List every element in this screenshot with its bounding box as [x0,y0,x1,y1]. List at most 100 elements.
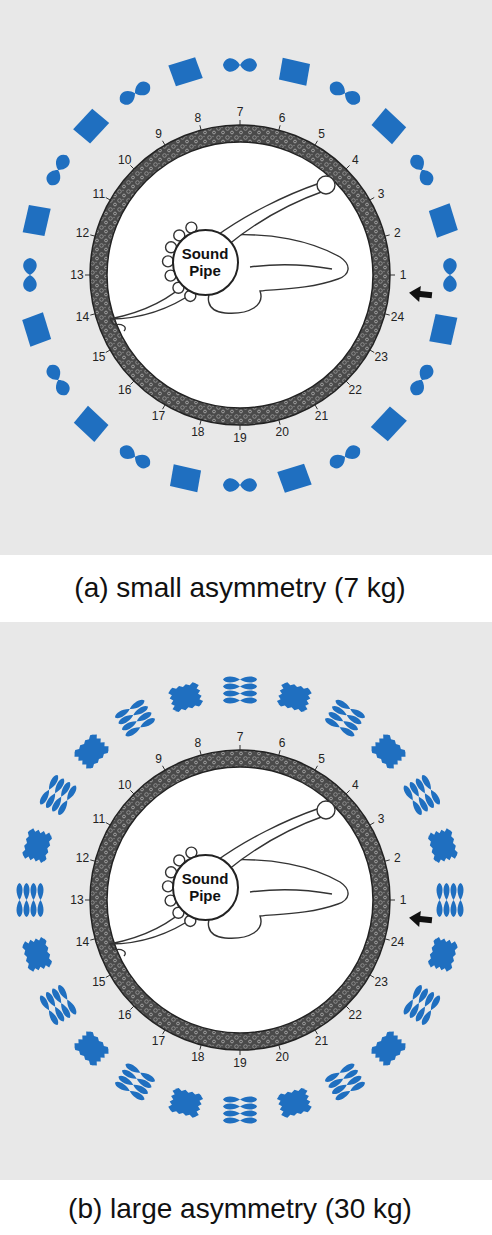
leader-line [370,350,374,353]
inner-disc [107,142,373,408]
leader-line [85,275,90,276]
position-number: 9 [155,127,162,140]
leader-line [390,900,395,901]
position-number: 18 [191,1051,204,1064]
position-number: 11 [93,812,105,825]
vibration-shape [22,312,52,347]
position-number: 5 [318,752,325,765]
position-number: 3 [378,187,385,200]
position-number: 6 [279,111,286,124]
organ-detail [250,890,332,894]
position-number: 24 [391,311,404,324]
position-number: 2 [394,226,401,239]
leader-line [279,1045,280,1050]
node-label: Sound Pipe [181,870,229,904]
ring-edge [107,142,373,408]
position-number: 20 [276,426,289,439]
vibration-shape [428,312,458,347]
ring-edge [107,767,373,1033]
leader-line [200,420,201,425]
position-number: 7 [237,106,244,119]
position-number: 17 [152,1035,165,1048]
position-number: 22 [349,1009,362,1022]
organ-knob [317,801,335,819]
vibration-shape [114,698,157,738]
position-number: 13 [70,269,83,282]
vibration-shape [167,681,204,713]
sound-pipe-circle: Sound Pipe [172,854,239,921]
vibration-shape [408,362,437,398]
leader-line [90,860,95,861]
caption: (a) small asymmetry (7 kg) [74,572,405,604]
vibration-shape [168,57,203,87]
ring-edge [90,750,390,1050]
position-number: 16 [118,384,131,397]
position-number: 1 [400,269,407,282]
position-number: 5 [318,127,325,140]
panel [0,622,492,1180]
position-number: 3 [378,812,385,825]
leader-line [240,120,241,125]
leader-line [279,750,280,755]
vibration-shape [324,698,367,738]
leader-line [346,165,350,169]
vibration-shape [44,152,73,188]
position-number: 22 [349,384,362,397]
transducer-ring [99,759,382,1042]
source-arrow [408,910,433,928]
vibration-shape [277,463,312,493]
leader-line [85,900,90,901]
vibration-shape [223,677,257,704]
position-number: 4 [352,778,359,791]
position-number: 19 [233,1057,246,1070]
vibration-shape [277,57,312,87]
position-number: 18 [191,426,204,439]
leader-line [90,939,95,940]
organ-detail [250,265,332,269]
fish-organ-drawing [110,801,348,956]
vibration-shape [44,362,73,398]
leader-line [240,1050,241,1055]
vibration-shape [23,258,37,292]
leader-line [106,198,110,201]
vibration-shape [370,107,407,144]
leader-line [90,235,95,236]
leader-line [163,1030,166,1034]
leader-line [200,750,201,755]
vibration-shape [437,883,464,917]
vibration-shape [427,936,459,973]
leader-line [385,314,390,315]
leader-line [200,125,201,130]
leader-line [279,125,280,130]
vibration-shape [114,1062,157,1102]
leader-line [240,425,241,430]
leader-line [370,975,374,978]
leader-line [106,350,110,353]
position-number: 23 [374,975,387,988]
position-number: 24 [391,936,404,949]
sound-pipe-circle: Sound Pipe [172,229,239,296]
transducer-ring [99,134,382,417]
ring-edge [90,125,390,425]
vibration-shape [223,58,257,72]
node-label: Sound Pipe [181,245,229,279]
position-number: 21 [315,1035,328,1048]
leader-line [240,745,241,750]
leader-line [315,1030,318,1034]
vibration-shape [428,203,458,238]
leader-line [315,405,318,409]
leader-line [346,790,350,794]
vibration-shape [408,152,437,188]
position-number: 9 [155,752,162,765]
panel-ground [0,0,492,555]
leader-line [106,975,110,978]
position-number: 21 [315,410,328,423]
leader-line [385,235,390,236]
organ-limb [215,183,324,245]
vibration-shape [402,774,442,817]
position-number: 1 [400,894,407,907]
vibration-shape [38,774,78,817]
vibration-shape [72,405,109,442]
vibration-shape [22,203,52,238]
